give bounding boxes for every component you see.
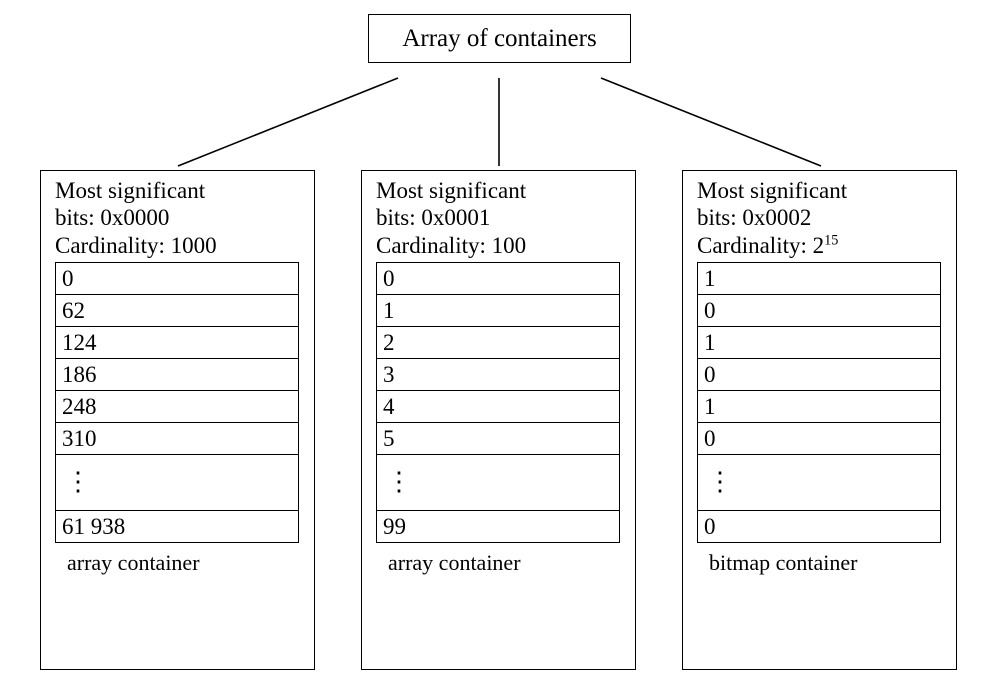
container-cardinality-text-2: Cardinality: 2 bbox=[697, 232, 825, 258]
vertical-ellipsis-icon: ⋮ bbox=[707, 467, 733, 497]
container-msb-line1-1: Most significant bbox=[376, 178, 527, 203]
cell-value: 310 bbox=[62, 426, 97, 452]
cell-value: 1 bbox=[704, 394, 716, 420]
cell-value: 99 bbox=[383, 514, 406, 540]
table-row: 0 bbox=[698, 423, 940, 456]
container-header-1: Most significant bits: 0x0001 Cardinalit… bbox=[362, 171, 635, 259]
table-row: 124 bbox=[56, 327, 298, 360]
cell-value: 186 bbox=[62, 362, 97, 388]
table-row: 0 bbox=[377, 263, 619, 296]
cell-value: 1 bbox=[704, 330, 716, 356]
cell-value: 124 bbox=[62, 330, 97, 356]
table-row: 1 bbox=[698, 263, 940, 296]
cell-table-2: 1 0 1 0 1 0 ⋮ 0 bbox=[697, 262, 941, 544]
container-cardinality-0: Cardinality: 1000 bbox=[55, 232, 314, 259]
container-cardinality-text-0: Cardinality: 1000 bbox=[55, 232, 217, 258]
table-row: 3 bbox=[377, 359, 619, 392]
table-row-ellipsis: ⋮ bbox=[56, 455, 298, 512]
cell-value: 0 bbox=[704, 362, 716, 388]
cell-value: 5 bbox=[383, 426, 395, 452]
container-msb-line1-2: Most significant bbox=[697, 178, 848, 203]
cell-value: 0 bbox=[383, 266, 395, 292]
cell-value: 1 bbox=[383, 298, 395, 324]
table-row: 1 bbox=[377, 295, 619, 328]
cell-value: 1 bbox=[704, 266, 716, 292]
root-node-array-of-containers: Array of containers bbox=[368, 14, 631, 63]
cell-table-1: 0 1 2 3 4 5 ⋮ 99 bbox=[376, 262, 620, 544]
cell-value: 61 938 bbox=[62, 514, 126, 540]
cell-value: 3 bbox=[383, 362, 395, 388]
vertical-ellipsis-icon: ⋮ bbox=[386, 467, 412, 497]
table-row: 0 bbox=[698, 295, 940, 328]
container-box-2: Most significant bits: 0x0002 Cardinalit… bbox=[682, 170, 957, 670]
root-node-label: Array of containers bbox=[402, 25, 597, 52]
cell-value: 0 bbox=[704, 514, 716, 540]
table-row: 186 bbox=[56, 359, 298, 392]
cell-table-0: 0 62 124 186 248 310 ⋮ 61 938 bbox=[55, 262, 299, 544]
table-row: 0 bbox=[56, 263, 298, 296]
container-cardinality-1: Cardinality: 100 bbox=[376, 232, 635, 259]
container-msb-line1-0: Most significant bbox=[55, 178, 206, 203]
table-row-ellipsis: ⋮ bbox=[377, 455, 619, 512]
table-row-ellipsis: ⋮ bbox=[698, 455, 940, 512]
table-row: 1 bbox=[698, 327, 940, 360]
table-row: 248 bbox=[56, 391, 298, 424]
table-row: 4 bbox=[377, 391, 619, 424]
cell-value: 0 bbox=[62, 266, 74, 292]
table-row: 5 bbox=[377, 423, 619, 456]
container-msb-line2-1: bits: 0x0001 bbox=[376, 205, 491, 231]
cell-value: 248 bbox=[62, 394, 97, 420]
cell-value: 2 bbox=[383, 330, 395, 356]
container-cardinality-text-1: Cardinality: 100 bbox=[376, 232, 527, 258]
container-caption-0: array container bbox=[67, 550, 200, 576]
cell-value: 4 bbox=[383, 394, 395, 420]
container-box-1: Most significant bits: 0x0001 Cardinalit… bbox=[361, 170, 636, 670]
container-caption-1: array container bbox=[388, 550, 521, 576]
table-row: 310 bbox=[56, 423, 298, 456]
table-row: 61 938 bbox=[56, 511, 298, 544]
cell-value: 0 bbox=[704, 426, 716, 452]
container-header-0: Most significant bits: 0x0000 Cardinalit… bbox=[41, 171, 314, 259]
table-row: 2 bbox=[377, 327, 619, 360]
table-row: 1 bbox=[698, 391, 940, 424]
container-header-2: Most significant bits: 0x0002 Cardinalit… bbox=[683, 171, 956, 259]
container-box-0: Most significant bits: 0x0000 Cardinalit… bbox=[40, 170, 315, 670]
connector-line-right bbox=[600, 77, 822, 167]
table-row: 0 bbox=[698, 359, 940, 392]
container-cardinality-exponent-2: 15 bbox=[824, 232, 839, 249]
cell-value: 0 bbox=[704, 298, 716, 324]
container-cardinality-2: Cardinality: 215 bbox=[697, 232, 956, 259]
table-row: 62 bbox=[56, 295, 298, 328]
container-msb-line2-2: bits: 0x0002 bbox=[697, 205, 812, 231]
table-row: 0 bbox=[698, 511, 940, 544]
vertical-ellipsis-icon: ⋮ bbox=[65, 467, 91, 497]
table-row: 99 bbox=[377, 511, 619, 544]
container-msb-line2-0: bits: 0x0000 bbox=[55, 205, 170, 231]
cell-value: 62 bbox=[62, 298, 85, 324]
container-caption-2: bitmap container bbox=[709, 550, 858, 576]
connector-line-left bbox=[177, 77, 399, 167]
